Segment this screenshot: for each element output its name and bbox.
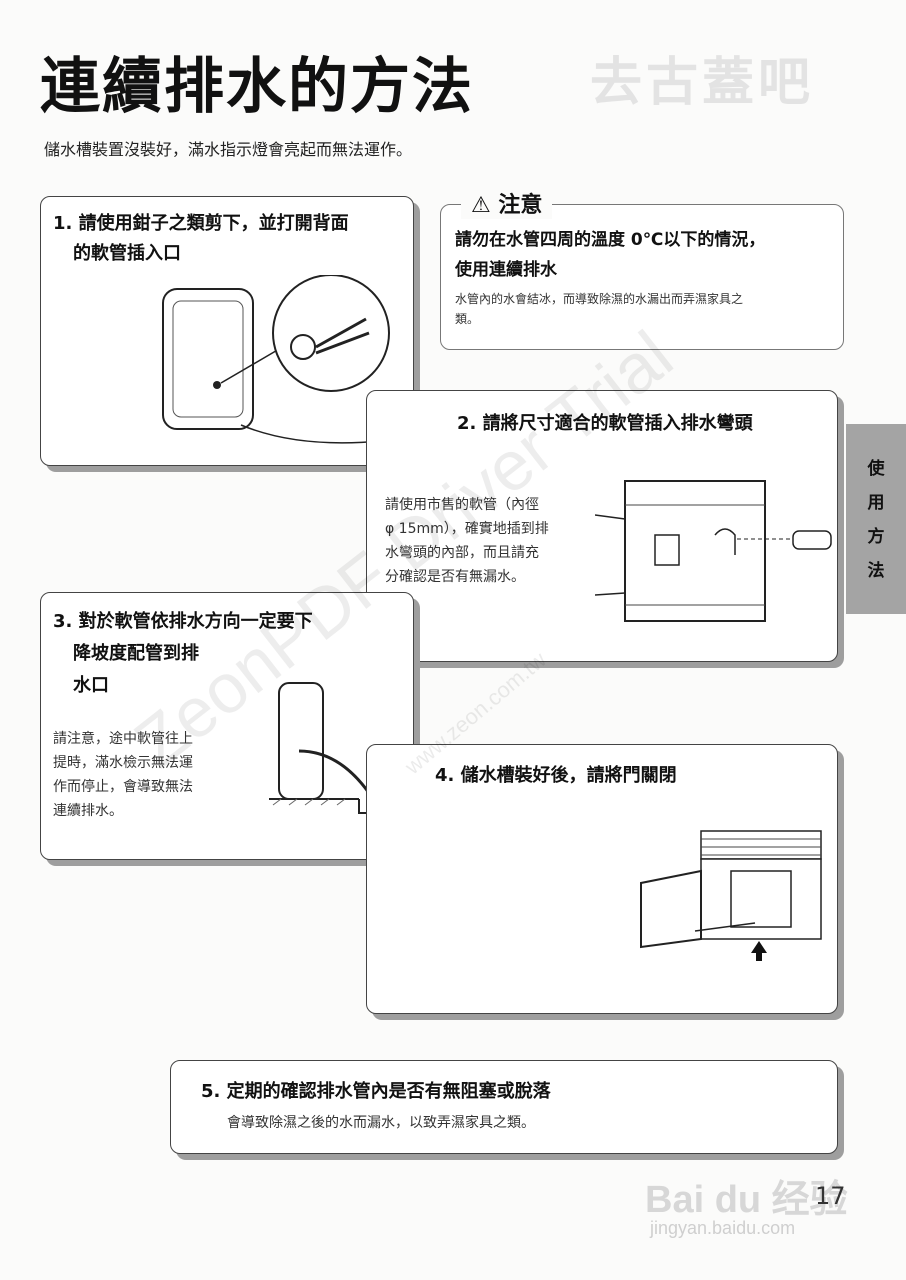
sidebar-char-3: 方 (867, 527, 885, 547)
page-title: 連續排水的方法 (40, 52, 474, 122)
caution-body-line2: 類。 (455, 312, 480, 326)
sidebar-char-2: 用 (867, 493, 885, 513)
step-2-body-line2: φ 15mm），確實地插到排 (385, 521, 549, 537)
hose-slope-illustration (269, 682, 409, 814)
intro-text: 儲水槽裝置沒裝好，滿水指示燈會亮起而無法運作。 (44, 140, 413, 159)
step-2-body-line4: 分確認是否有無漏水。 (385, 569, 525, 585)
caution-body-line1: 水管內的水會結冰，而導致除濕的水漏出而弄濕家具之 (455, 292, 744, 306)
step-3-body-line1: 請注意，途中軟管往上 (53, 731, 193, 747)
baidu-url: jingyan.baidu.com (650, 1218, 796, 1238)
step-4-heading: 4. 儲水槽裝好後，請將門關閉 (435, 765, 677, 786)
step-5-panel: 5. 定期的確認排水管內是否有無阻塞或脫落 會導致除濕之後的水而漏水，以致弄濕家… (170, 1060, 838, 1154)
step-3-heading-line1: 3. 對於軟管依排水方向一定要下 (53, 611, 313, 632)
step-5-heading: 5. 定期的確認排水管內是否有無阻塞或脫落 (201, 1081, 551, 1102)
caution-panel: ⚠ 注意 請勿在水管四周的溫度 0℃以下的情況， 使用連續排水 水管內的水會結冰… (440, 187, 844, 350)
step-1-panel: 1. 請使用鉗子之類剪下，並打開背面 的軟管插入口 (40, 196, 414, 466)
caution-heading-line2: 使用連續排水 (455, 260, 557, 280)
caution-label: 注意 (498, 193, 543, 218)
step-1-heading-line2: 的軟管插入口 (73, 243, 181, 264)
hose-inlet-illustration (162, 275, 392, 444)
caution-label-box: ⚠ 注意 (461, 187, 553, 219)
caution-heading-line1: 請勿在水管四周的溫度 0℃以下的情況， (455, 230, 766, 250)
sidebar-char-4: 法 (867, 561, 885, 581)
step-3-panel: 3. 對於軟管依排水方向一定要下 降坡度配管到排 水口 請注意，途中軟管往上 提… (40, 592, 414, 860)
step-2-body-line3: 水彎頭的內部，而且請充 (385, 545, 539, 561)
drain-elbow-illustration (595, 480, 832, 622)
sidebar-char-1: 使 (867, 459, 885, 479)
step-2-panel: 2. 請將尺寸適合的軟管插入排水彎頭 請使用市售的軟管（內徑 φ 15mm），確… (366, 390, 838, 662)
step-3-body-line3: 作而停止，會導致無法 (53, 779, 193, 795)
step-1-heading-line1: 1. 請使用鉗子之類剪下，並打開背面 (53, 213, 349, 234)
step-2-body-line1: 請使用市售的軟管（內徑 (385, 497, 539, 513)
step-3-body-line2: 提時，滿水檢示無法運 (53, 755, 193, 771)
step-3-heading-line2: 降坡度配管到排 (73, 643, 199, 664)
ghost-title: 去古蓋吧 (590, 53, 815, 113)
step-5-body: 會導致除濕之後的水而漏水，以致弄濕家具之類。 (227, 1115, 535, 1131)
step-2-heading: 2. 請將尺寸適合的軟管插入排水彎頭 (457, 413, 753, 434)
step-4-panel: 4. 儲水槽裝好後，請將門關閉 (366, 744, 838, 1014)
step-3-body-line4: 連續排水。 (53, 803, 123, 819)
tank-door-illustration (640, 830, 822, 961)
sidebar-tab: 使 用 方 法 (846, 424, 906, 614)
baidu-logo: Bai du 经验 (645, 1179, 848, 1221)
page-number: 17 (815, 1182, 846, 1210)
warning-icon: ⚠ (471, 193, 491, 218)
step-3-heading-line3: 水口 (73, 675, 109, 696)
